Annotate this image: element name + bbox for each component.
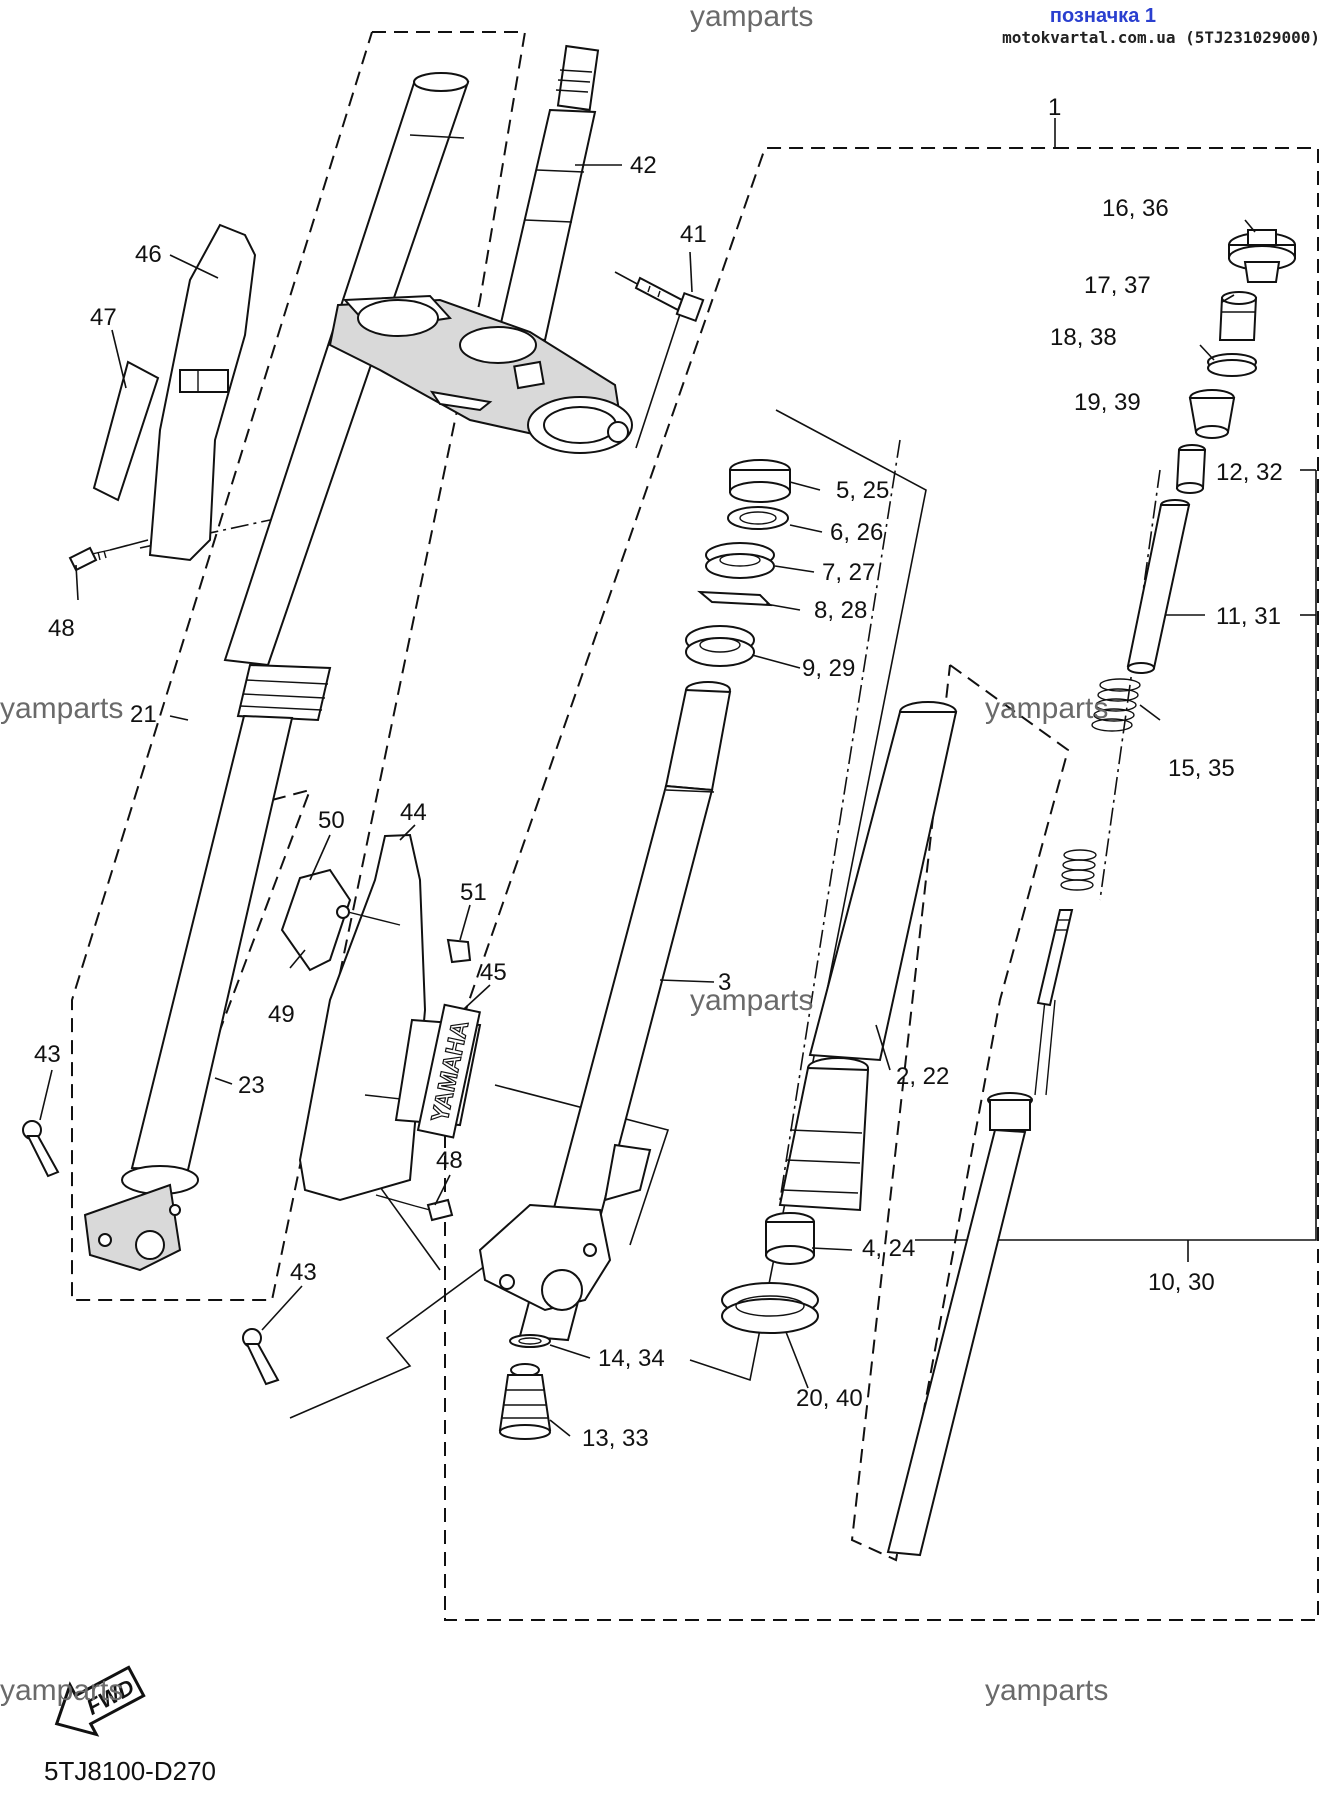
callout-41: 41 bbox=[680, 221, 707, 248]
damper-tube-2 bbox=[765, 701, 958, 1265]
bolt-41 bbox=[634, 276, 705, 323]
callout-16-36: 16, 36 bbox=[1102, 195, 1169, 222]
callout-23: 23 bbox=[238, 1072, 265, 1099]
yamaha-decal: YAMAHA bbox=[416, 1003, 482, 1139]
callout-3: 3 bbox=[718, 969, 731, 996]
bolt-48-lower bbox=[375, 1194, 454, 1222]
callout-20-40: 20, 40 bbox=[796, 1385, 863, 1412]
group-boundaries bbox=[71, 31, 1319, 1621]
ring-20 bbox=[721, 1282, 819, 1334]
callout-48-upper: 48 bbox=[48, 615, 75, 642]
callout-45: 45 bbox=[480, 959, 507, 986]
callout-15-35: 15, 35 bbox=[1168, 755, 1235, 782]
diagram-code: 5TJ8100-D270 bbox=[44, 1756, 216, 1786]
callout-6-26: 6, 26 bbox=[830, 519, 883, 546]
bolt-48-upper bbox=[68, 539, 149, 572]
callout-13-33: 13, 33 bbox=[582, 1425, 649, 1452]
watermark-top: yamparts bbox=[690, 0, 813, 33]
watermark-center: yamparts bbox=[690, 984, 813, 1017]
damper-rod-10 bbox=[886, 999, 1056, 1557]
watermark-bottom-left: yamparts bbox=[0, 1674, 123, 1707]
header-site: motokvartal.com.ua (5TJ231029000) bbox=[1002, 28, 1320, 47]
nut-17 bbox=[1218, 291, 1258, 341]
callout-48-lower: 48 bbox=[436, 1147, 463, 1174]
outer-fork-tube bbox=[83, 72, 470, 1272]
callout-43-left: 43 bbox=[34, 1041, 61, 1068]
callout-7-27: 7, 27 bbox=[822, 559, 875, 586]
callout-19-39: 19, 39 bbox=[1074, 389, 1141, 416]
callout-17-37: 17, 37 bbox=[1084, 272, 1151, 299]
steering-stem bbox=[496, 44, 600, 342]
watermark-left: yamparts bbox=[0, 692, 123, 725]
cap-13 bbox=[498, 1363, 552, 1440]
inner-tube-3 bbox=[518, 681, 732, 1342]
guard-clip-50 bbox=[280, 868, 401, 972]
callout-2-22: 2, 22 bbox=[896, 1063, 949, 1090]
callout-12-32: 12, 32 bbox=[1216, 459, 1283, 486]
rod-sleeve-47 bbox=[92, 360, 160, 502]
bolt-43-left bbox=[22, 1120, 60, 1178]
fork-guard-46 bbox=[148, 223, 257, 562]
fork-cap-16 bbox=[1228, 229, 1296, 283]
bolt-43-lower bbox=[242, 1328, 280, 1386]
callout-50: 50 bbox=[318, 807, 345, 834]
callout-51: 51 bbox=[460, 879, 487, 906]
callout-leaders bbox=[39, 118, 1256, 1437]
header-tag: позначка 1 bbox=[1049, 5, 1156, 27]
seal-stack bbox=[685, 459, 791, 667]
collar-19 bbox=[1188, 389, 1236, 439]
callout-labels: 1 42 41 46 47 48 21 50 44 51 49 45 43 23… bbox=[34, 94, 1283, 1452]
rod-threaded bbox=[1036, 909, 1074, 1007]
callout-49: 49 bbox=[268, 1001, 295, 1028]
nut-51 bbox=[446, 938, 472, 964]
watermarks: yamparts yamparts yamparts yamparts yamp… bbox=[0, 0, 1108, 1707]
callout-43-lower: 43 bbox=[290, 1259, 317, 1286]
callout-18-38: 18, 38 bbox=[1050, 324, 1117, 351]
washer-14 bbox=[509, 1334, 551, 1348]
callout-46: 46 bbox=[135, 241, 162, 268]
callout-10-30: 10, 30 bbox=[1148, 1269, 1215, 1296]
axle-bracket bbox=[478, 1143, 652, 1312]
callout-47: 47 bbox=[90, 304, 117, 331]
cartridge-tube-11 bbox=[1126, 499, 1191, 674]
triple-clamp bbox=[328, 294, 633, 454]
spring-15 bbox=[1091, 678, 1141, 732]
callout-4-24: 4, 24 bbox=[862, 1235, 915, 1262]
callout-1: 1 bbox=[1048, 94, 1061, 121]
callout-5-25: 5, 25 bbox=[836, 477, 889, 504]
callout-44: 44 bbox=[400, 799, 427, 826]
callout-14-34: 14, 34 bbox=[598, 1345, 665, 1372]
callout-11-31: 11, 31 bbox=[1216, 603, 1281, 630]
spring-small bbox=[1060, 849, 1097, 891]
washer-18 bbox=[1207, 353, 1257, 377]
assembly-brackets bbox=[139, 271, 1317, 1419]
callout-8-28: 8, 28 bbox=[814, 597, 867, 624]
spacer-12 bbox=[1175, 444, 1207, 494]
callout-9-29: 9, 29 bbox=[802, 655, 855, 682]
watermark-bottom-right: yamparts bbox=[985, 1674, 1108, 1707]
callout-21: 21 bbox=[130, 701, 157, 728]
callout-42: 42 bbox=[630, 152, 657, 179]
watermark-right: yamparts bbox=[985, 692, 1108, 725]
